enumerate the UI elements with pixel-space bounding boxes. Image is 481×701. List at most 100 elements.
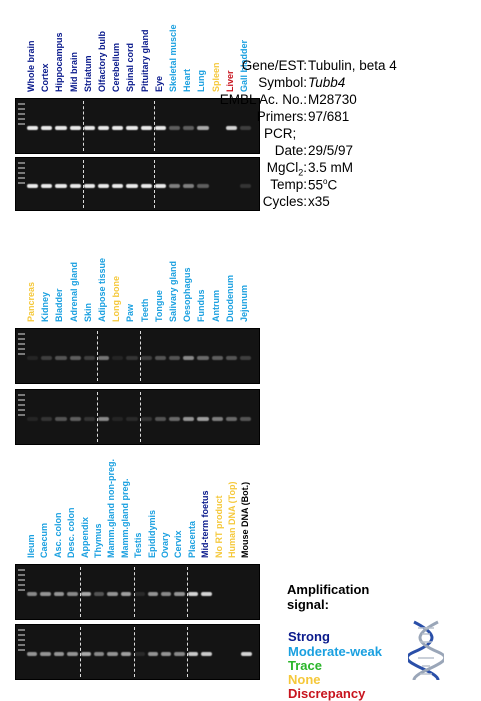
lane-label: Epididymis: [146, 509, 157, 558]
lane-label: Teeth: [139, 298, 150, 322]
gel-band: [41, 356, 53, 360]
lane-separator: [96, 392, 98, 442]
lane-separator: [96, 331, 98, 381]
lane-label: Mouse DNA (Bot.): [240, 481, 251, 558]
gel-band: [197, 417, 209, 421]
lane-label: Mamm.gland non-preg.: [106, 459, 117, 558]
legend-strong: Strong: [288, 629, 330, 644]
gel-band: [225, 126, 237, 130]
gel-band: [154, 417, 166, 421]
ladder-mark: [18, 123, 25, 125]
ladder-mark: [18, 353, 25, 355]
lane-separator: [139, 392, 141, 442]
gel-band: [107, 592, 118, 596]
symbol-value: Tubb4: [308, 75, 346, 90]
gel-band: [94, 652, 105, 656]
gel-band: [83, 184, 95, 188]
lane-separator: [139, 331, 141, 381]
lane-label: Human DNA (Top): [227, 481, 237, 559]
lane-label: Paw: [125, 303, 136, 322]
gel-band: [27, 652, 38, 656]
lane-separator: [133, 627, 135, 677]
gel-band: [55, 184, 67, 188]
gel-band: [197, 356, 209, 360]
gel-band: [55, 356, 67, 360]
lane-label: Testis: [133, 532, 144, 558]
gene-key: Gene/EST:: [241, 58, 307, 73]
ladder-mark: [18, 589, 25, 591]
gel-band: [134, 592, 145, 596]
gel-band: [83, 356, 95, 360]
gel-band: [140, 184, 152, 188]
gel-band: [154, 184, 166, 188]
embl-value: M28730: [308, 92, 357, 107]
gel-band: [240, 184, 252, 188]
ladder-mark: [18, 394, 25, 396]
ladder-mark: [18, 629, 25, 631]
gel-band: [197, 184, 209, 188]
gel-band: [147, 592, 158, 596]
ladder-mark: [18, 113, 25, 115]
lane-label: Ileum: [26, 534, 36, 558]
ladder-mark: [18, 584, 25, 586]
symbol-key: Symbol:: [258, 75, 307, 90]
gel-band: [183, 184, 195, 188]
gel-band: [201, 592, 212, 596]
lane-label: Pancreas: [26, 281, 36, 322]
gel-band: [211, 356, 223, 360]
gel-band: [27, 356, 39, 360]
ladder-mark: [18, 338, 25, 340]
gel-band: [67, 652, 78, 656]
panel-3-gel-bottom: [15, 624, 260, 680]
gel-band: [183, 356, 195, 360]
gel-band: [183, 417, 195, 421]
ladder-mark: [18, 108, 25, 110]
ladder-mark: [18, 343, 25, 345]
legend-moderate-weak: Moderate-weak: [288, 644, 382, 659]
gel-band: [120, 652, 132, 656]
ladder-mark: [18, 644, 25, 646]
legend-title: Amplification signal:: [287, 582, 369, 612]
gel-band: [69, 417, 81, 421]
ladder-mark: [18, 409, 25, 411]
lane-label: Adrenal gland: [68, 261, 79, 322]
ladder-mark: [18, 172, 25, 174]
ladder-mark: [18, 103, 25, 105]
lane-label: Ovary: [160, 532, 170, 558]
ladder-mark: [18, 167, 25, 169]
gel-band: [126, 184, 138, 188]
gel-band: [140, 356, 152, 360]
lane-label: Bladder: [54, 288, 65, 322]
gel-band: [240, 126, 252, 130]
ladder-mark: [18, 639, 25, 641]
gel-band: [112, 417, 124, 421]
gene-value: Tubulin, beta 4: [308, 58, 397, 73]
panel-1-gel-top: [15, 98, 260, 154]
gel-band: [98, 417, 110, 421]
gel-band: [120, 592, 132, 596]
gel-band: [69, 184, 81, 188]
gel-band: [98, 356, 110, 360]
gel-band: [94, 592, 105, 596]
legend-discrepancy: Discrepancy: [288, 686, 366, 701]
ladder-mark: [18, 333, 25, 335]
gel-band: [27, 184, 39, 188]
gel-band: [169, 356, 181, 360]
ladder-mark: [18, 569, 25, 571]
gel-band: [140, 126, 152, 130]
gel-band: [169, 126, 181, 130]
gel-band: [41, 126, 53, 130]
gel-band: [183, 126, 195, 130]
gel-band: [134, 652, 145, 656]
gel-band: [161, 652, 172, 656]
dna-helix-icon: [408, 620, 444, 681]
gel-band: [240, 417, 252, 421]
gel-band: [211, 417, 223, 421]
temp-key: Temp:: [270, 177, 307, 192]
gel-band: [187, 592, 199, 596]
gel-band: [98, 184, 110, 188]
panel-2-gel-top: [15, 328, 260, 384]
lane-label: Oesophagus: [182, 267, 193, 322]
gel-band: [53, 592, 65, 596]
gel-band: [27, 126, 39, 130]
